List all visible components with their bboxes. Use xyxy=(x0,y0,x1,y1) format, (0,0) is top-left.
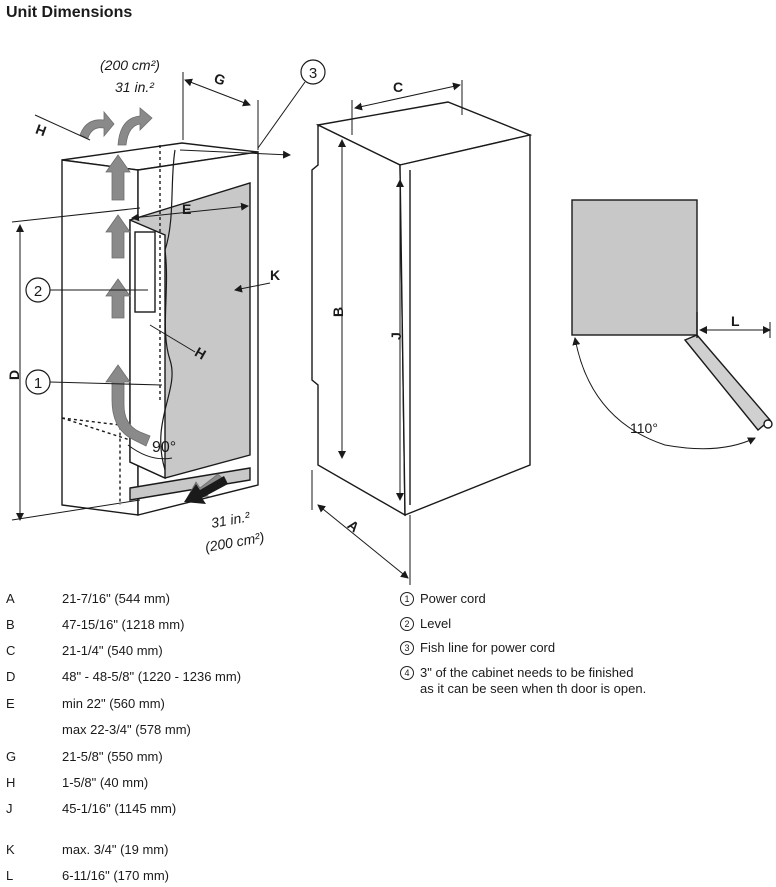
label-H-top: H xyxy=(33,121,48,139)
cabinet-niche xyxy=(61,142,259,516)
label-C: C xyxy=(393,79,403,95)
callout-2: 2 xyxy=(34,283,42,300)
installation-diagram: 2 1 3 (200 cm²) 31 in.² G H E K H D 90° … xyxy=(6,57,773,585)
label-G: G xyxy=(212,70,228,89)
door-swing-diagram xyxy=(571,199,773,450)
label-J: J xyxy=(388,332,404,340)
callout-circles xyxy=(25,59,326,395)
label-E: E xyxy=(182,201,191,217)
angle-110: 110° xyxy=(630,420,658,436)
area-bottom-metric: (200 cm²) xyxy=(204,529,266,555)
callout-3: 3 xyxy=(309,65,317,82)
appliance-body xyxy=(311,101,533,517)
dimension-lines-middle xyxy=(311,80,463,585)
angle-90: 90° xyxy=(152,439,176,456)
area-top-imperial: 31 in.² xyxy=(115,79,155,95)
area-bottom-imperial: 31 in.² xyxy=(210,508,252,531)
label-A: A xyxy=(345,516,363,535)
page-title: Unit Dimensions xyxy=(6,4,133,21)
callout-1: 1 xyxy=(34,375,42,392)
label-L: L xyxy=(731,313,740,329)
inflow-arrow-bottom xyxy=(184,476,228,504)
area-top-metric: (200 cm²) xyxy=(100,57,160,73)
label-B: B xyxy=(330,307,346,317)
label-D: D xyxy=(6,370,22,380)
label-K: K xyxy=(270,267,280,283)
dimension-lines-left xyxy=(11,72,306,521)
